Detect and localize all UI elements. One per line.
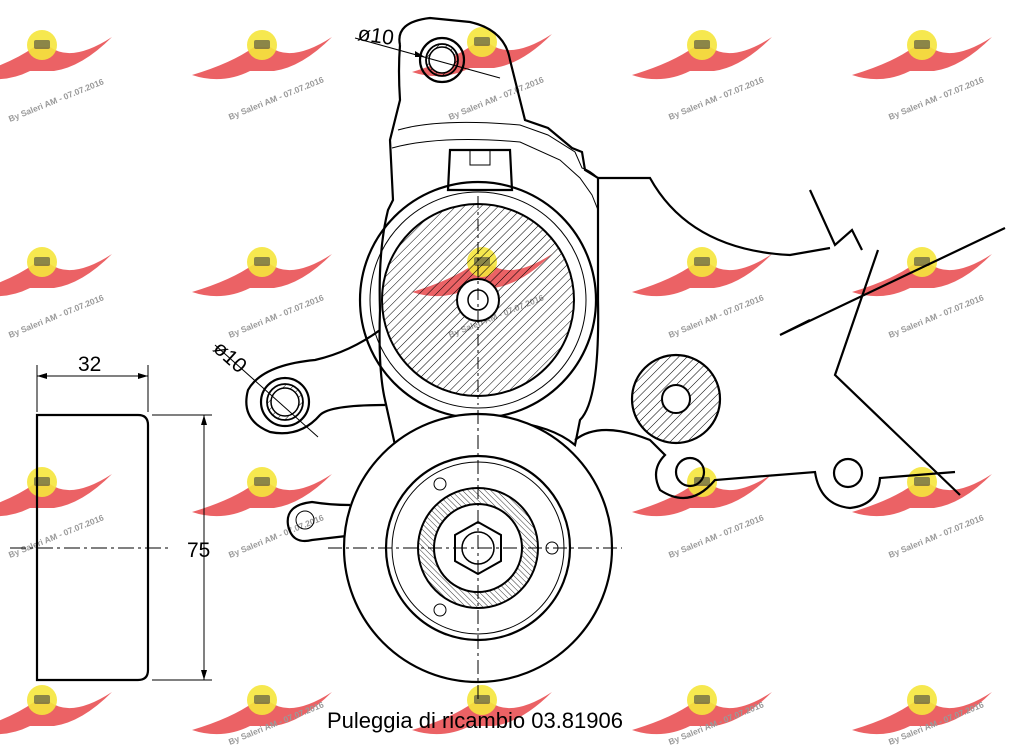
pulley-front-view — [328, 410, 622, 700]
watermark-logo — [192, 467, 332, 517]
watermark-text: By Saleri AM - 07.07.2016 — [447, 74, 545, 121]
watermark-text: By Saleri AM - 07.07.2016 — [887, 74, 985, 121]
watermark-logo — [852, 247, 992, 297]
watermark-text: By Saleri AM - 07.07.2016 — [227, 292, 325, 339]
watermark-logo — [192, 30, 332, 80]
watermark-text: By Saleri AM - 07.07.2016 — [7, 512, 105, 559]
watermark-text: By Saleri AM - 07.07.2016 — [887, 292, 985, 339]
watermark-text: By Saleri AM - 07.07.2016 — [667, 74, 765, 121]
pulley-side-view: 32 75 — [10, 353, 212, 682]
watermark-text: By Saleri AM - 07.07.2016 — [667, 292, 765, 339]
watermark-logo — [0, 467, 112, 517]
watermark-text: By Saleri AM - 07.07.2016 — [887, 512, 985, 559]
watermark-text: By Saleri AM - 07.07.2016 — [7, 292, 105, 339]
tensioner-body: ø10 ø10 — [209, 16, 1006, 543]
watermark-text: By Saleri AM - 07.07.2016 — [7, 76, 105, 123]
watermark-logo — [632, 30, 772, 80]
part-caption: Puleggia di ricambio 03.81906 — [327, 708, 623, 733]
dimension-diameter-label: 75 — [187, 539, 210, 562]
watermark-logo — [192, 247, 332, 297]
watermark-logo — [632, 247, 772, 297]
watermark-logo — [852, 30, 992, 80]
watermark-text: By Saleri AM - 07.07.2016 — [667, 512, 765, 559]
dimension-width-label: 32 — [78, 353, 101, 376]
watermark-logo — [0, 30, 112, 80]
dimension-hole-top-label: ø10 — [356, 22, 395, 50]
watermark-text: By Saleri AM - 07.07.2016 — [227, 74, 325, 121]
watermark-text: By Saleri AM - 07.07.2016 — [227, 512, 325, 559]
watermark-logo — [0, 247, 112, 297]
